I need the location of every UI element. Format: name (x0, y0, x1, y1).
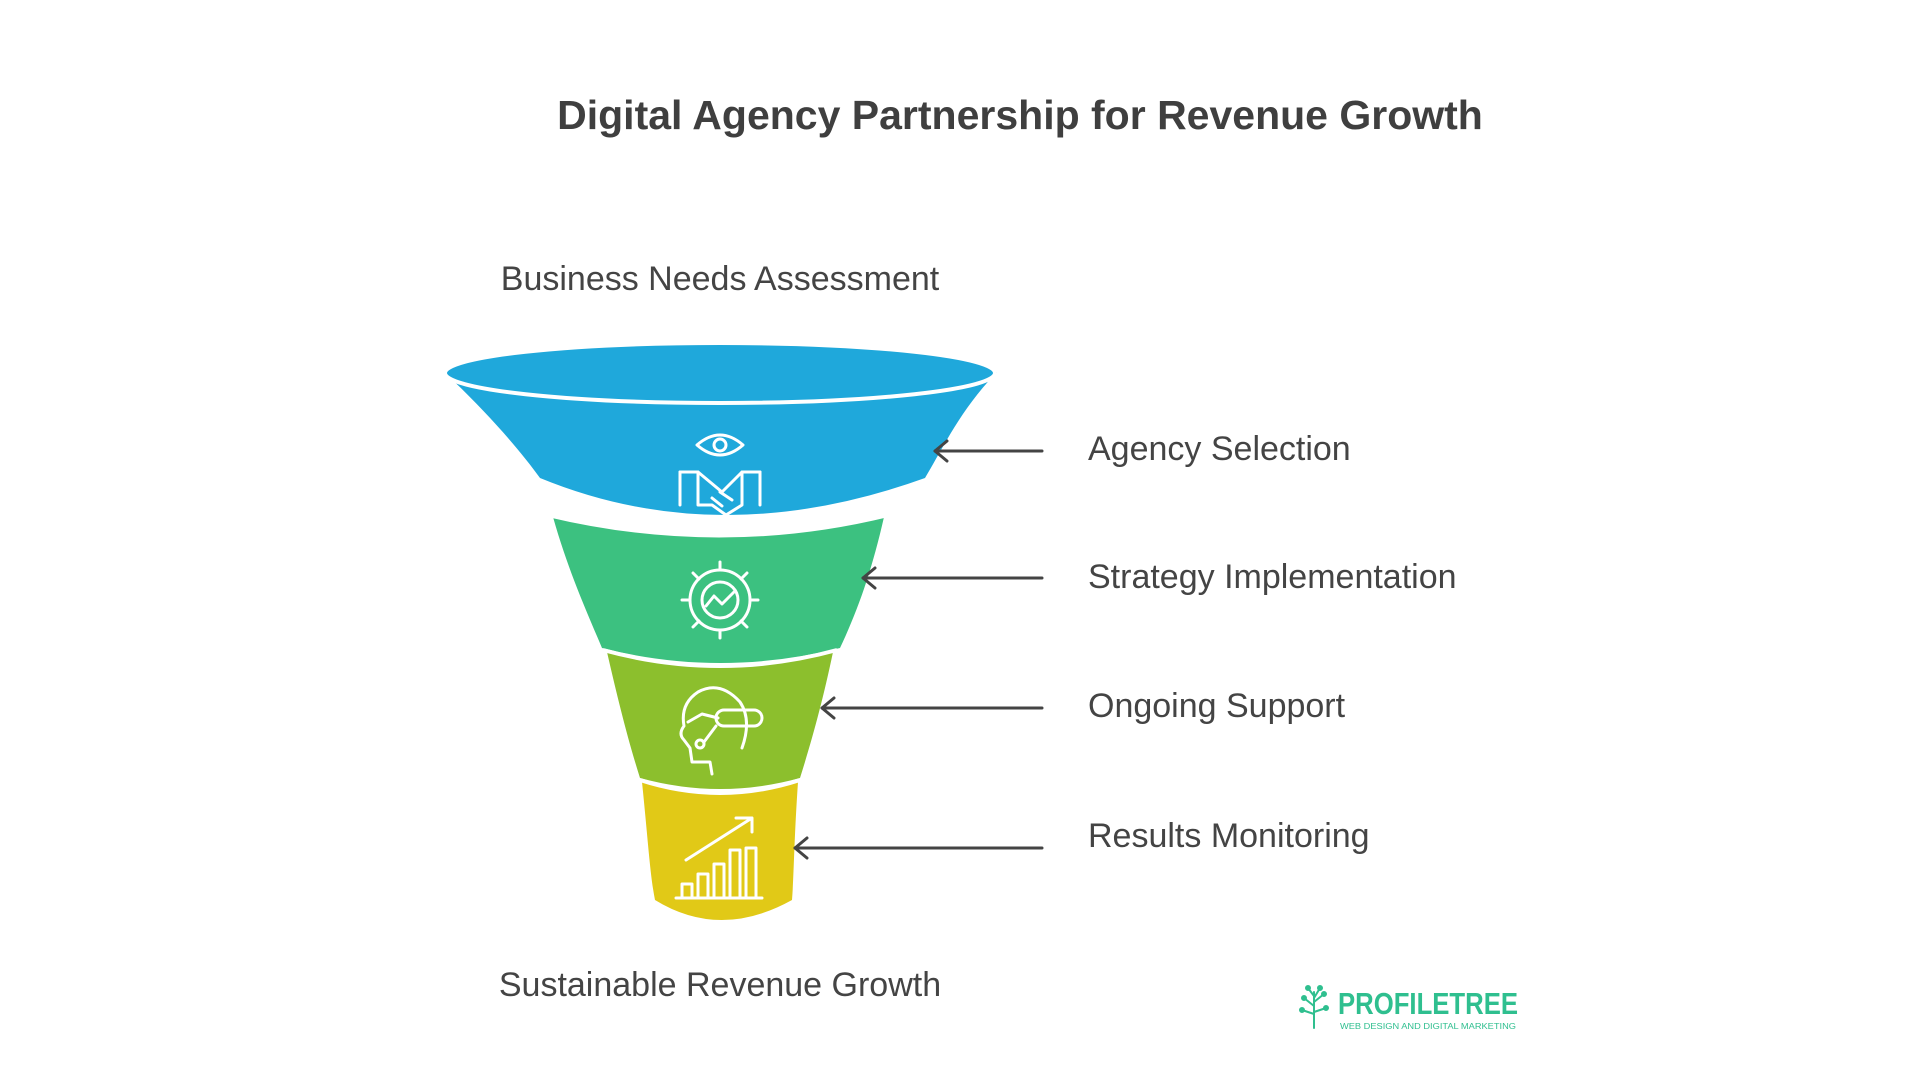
funnel-output-label: Sustainable Revenue Growth (498, 966, 942, 1004)
funnel-dividers (547, 513, 889, 795)
stage-label-ongoing-support: Ongoing Support (1088, 687, 1346, 725)
handshake-eye-icon (678, 433, 762, 517)
tree-icon (1299, 985, 1329, 1029)
logo-wordmark: PROFILETREE (1338, 986, 1518, 1021)
logo-tagline: WEB DESIGN AND DIGITAL MARKETING (1340, 1022, 1516, 1031)
diagram-title: Digital Agency Partnership for Revenue G… (557, 92, 1483, 138)
head-headset-icon (679, 686, 764, 776)
stage-label-results-monitoring: Results Monitoring (1088, 817, 1370, 855)
arrow-strategy-implementation (861, 566, 1044, 590)
arrow-ongoing-support (820, 696, 1044, 720)
funnel-input-label: Business Needs Assessment (500, 260, 940, 298)
growth-chart-icon (674, 816, 764, 900)
funnel-segment-3 (607, 652, 833, 789)
funnel-stage-agency-selection (443, 341, 997, 515)
funnel-segment-1 (444, 372, 997, 515)
stage-label-strategy-implementation: Strategy Implementation (1088, 558, 1457, 596)
arrow-agency-selection (933, 439, 1044, 463)
arrows (793, 439, 1044, 860)
funnel-rim (443, 341, 997, 405)
arrow-results-monitoring (793, 836, 1044, 860)
gear-chart-icon (680, 560, 760, 640)
funnel-segment-2 (553, 517, 884, 663)
profiletree-logo: PROFILETREE WEB DESIGN AND DIGITAL MARKE… (1299, 985, 1518, 1031)
stage-label-agency-selection: Agency Selection (1088, 430, 1351, 468)
